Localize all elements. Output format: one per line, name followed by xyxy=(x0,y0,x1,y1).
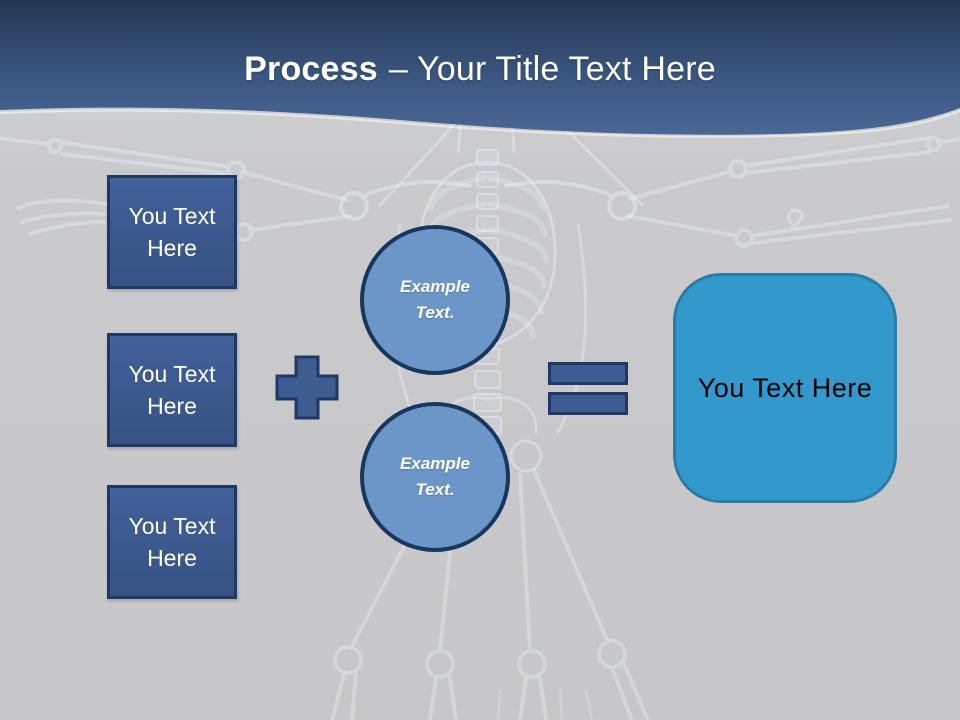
example-circle-2-line1: Example xyxy=(400,453,470,473)
process-box-1-label: You Text Here xyxy=(128,202,216,261)
process-box-3[interactable]: You Text Here xyxy=(107,485,237,599)
header-banner xyxy=(0,0,960,138)
example-circle-2[interactable]: Example Text. xyxy=(360,402,510,552)
slide-title[interactable]: Process – Your Title Text Here xyxy=(0,50,960,89)
equals-bar-bottom xyxy=(548,392,628,415)
slide-title-rest: – Your Title Text Here xyxy=(388,50,716,88)
equals-bar-top xyxy=(548,362,628,385)
process-box-2[interactable]: You Text Here xyxy=(107,333,237,447)
example-circle-1[interactable]: Example Text. xyxy=(360,225,510,375)
plus-icon xyxy=(275,355,339,420)
process-box-1[interactable]: You Text Here xyxy=(107,175,237,289)
example-circle-2-line2: Text. xyxy=(415,480,455,499)
process-box-2-label: You Text Here xyxy=(128,360,216,419)
equals-icon xyxy=(548,362,628,415)
result-box[interactable]: You Text Here xyxy=(673,273,897,503)
slide-title-emphasis: Process xyxy=(244,50,378,88)
example-circle-1-line2: Text. xyxy=(415,303,455,322)
process-box-3-label: You Text Here xyxy=(128,512,216,571)
example-circle-1-line1: Example xyxy=(400,276,470,296)
result-box-label: You Text Here xyxy=(697,372,873,403)
